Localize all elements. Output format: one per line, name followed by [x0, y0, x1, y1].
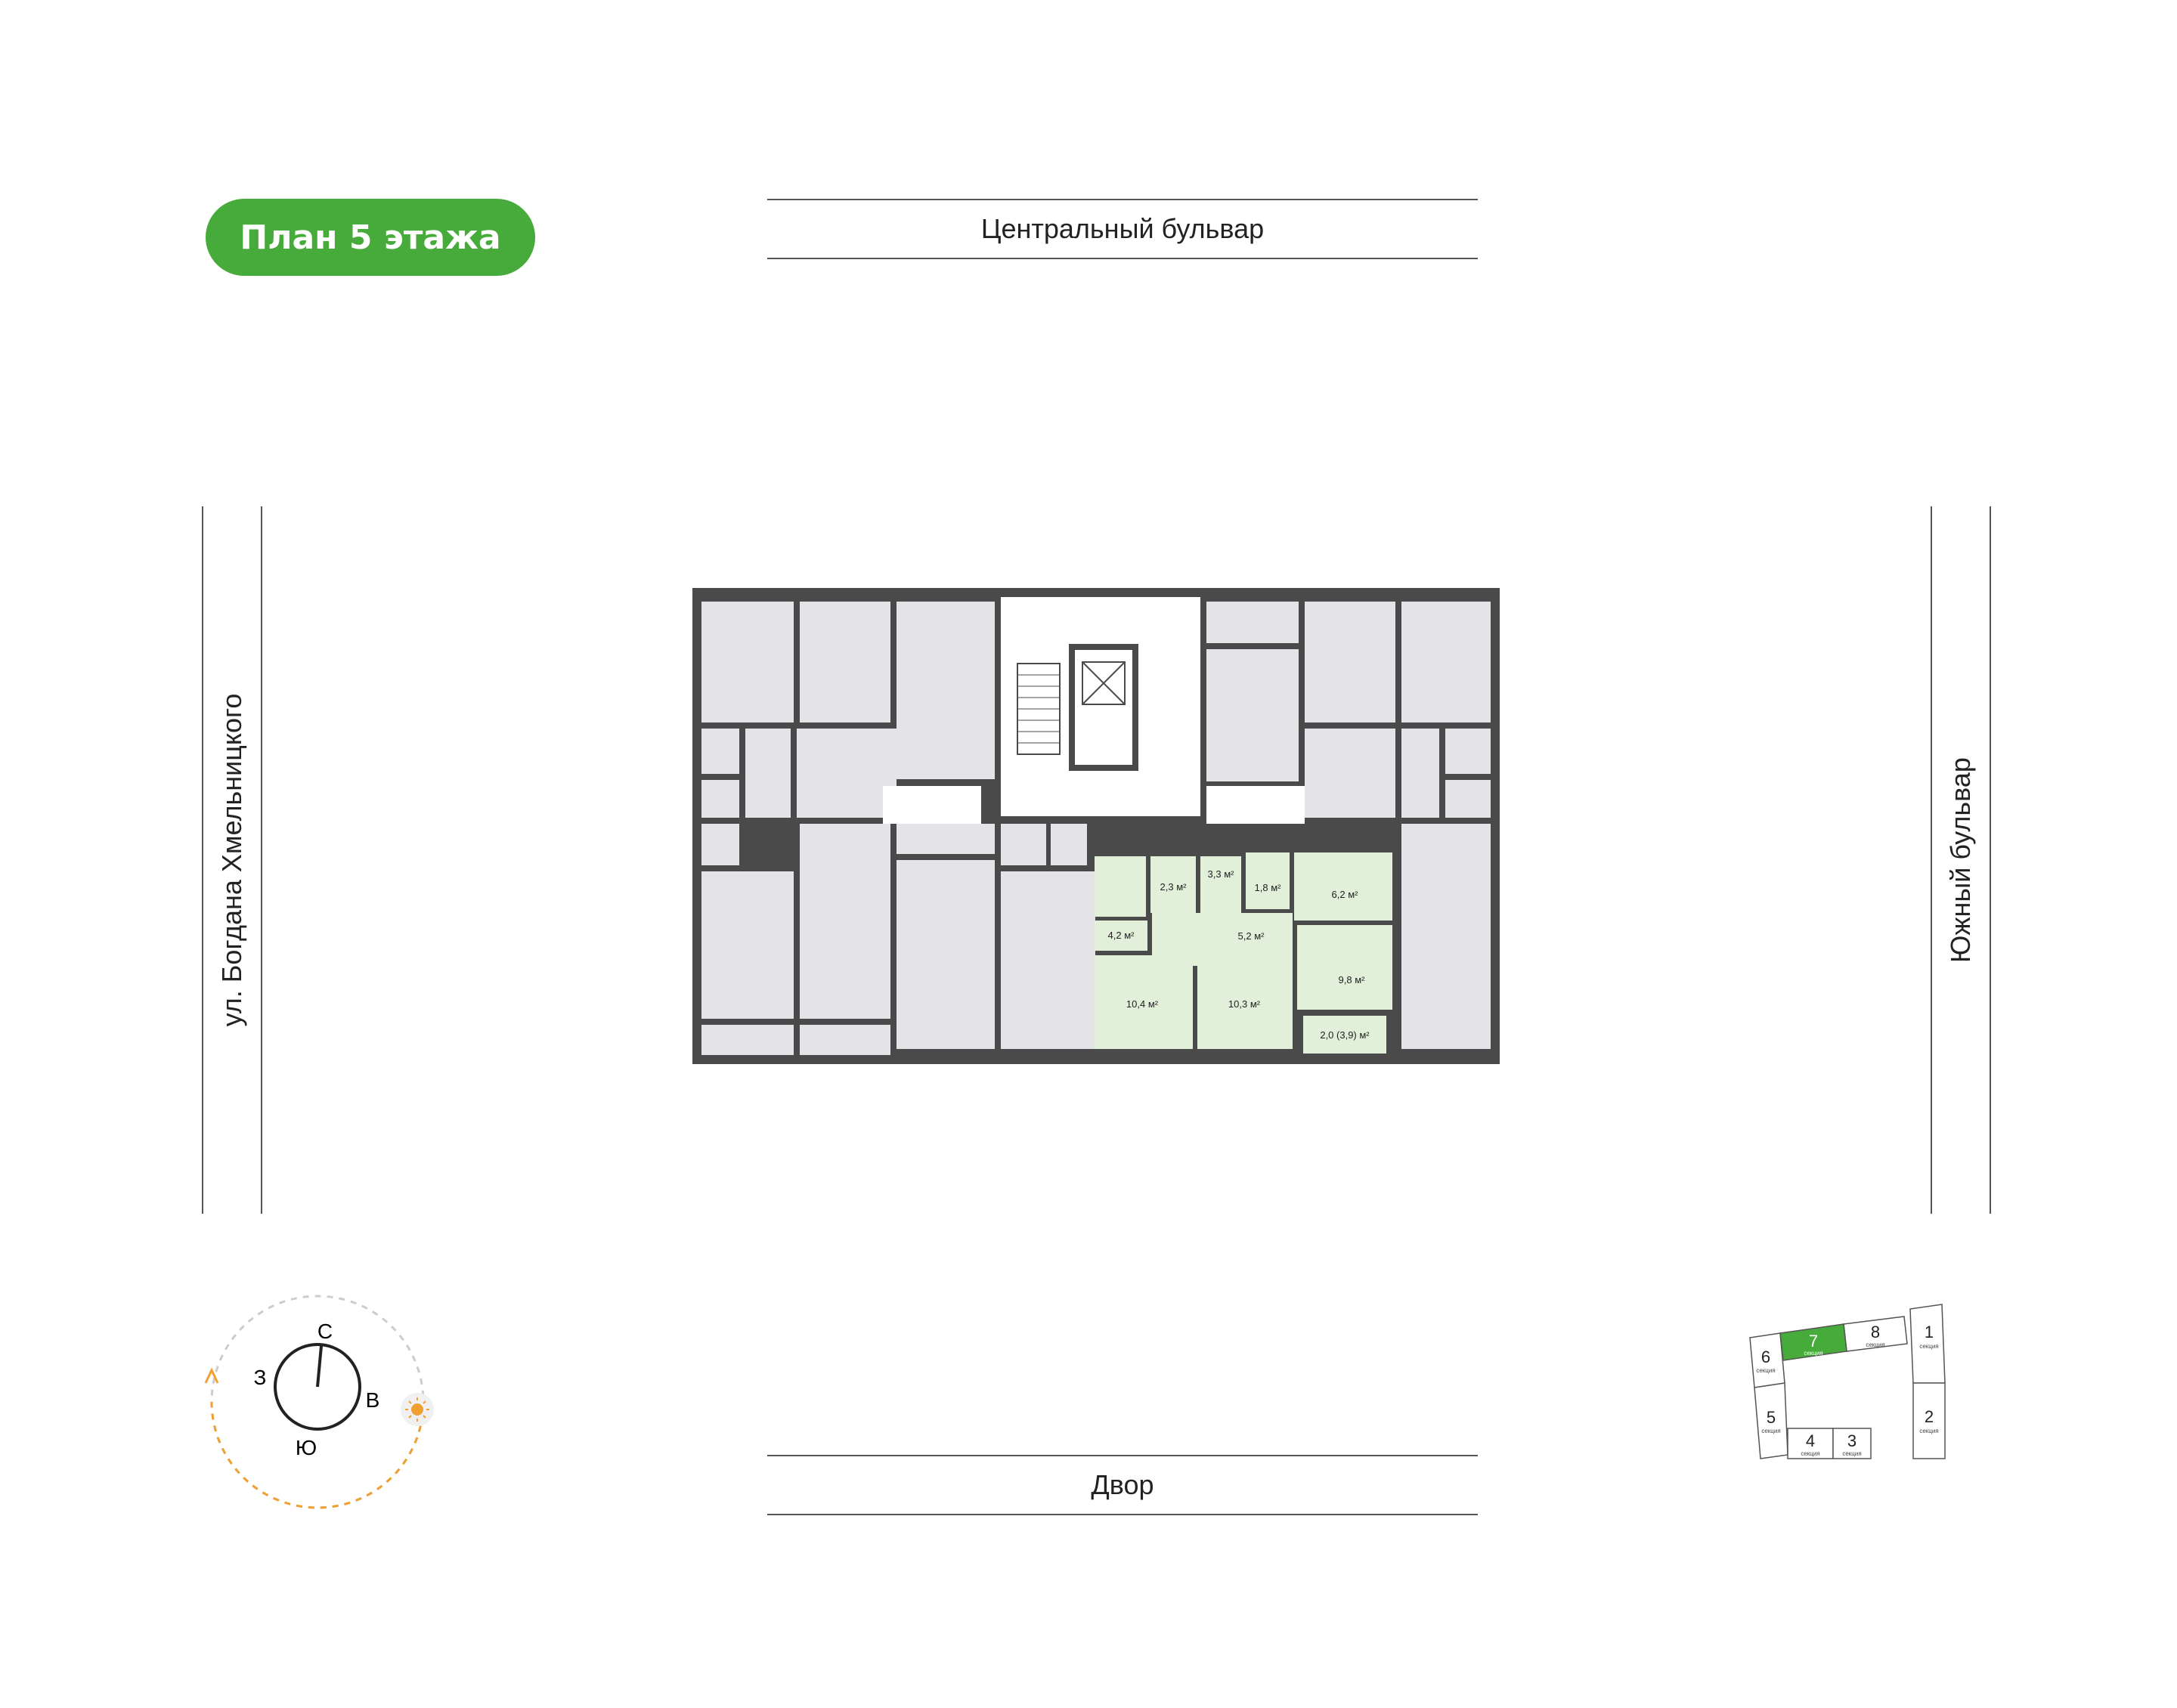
key-section-7-shape	[1779, 1323, 1847, 1361]
sun-icon	[401, 1393, 434, 1426]
room-area-hall-small: 3,3 м²	[1208, 868, 1235, 880]
room-area-wardrobe: 4,2 м²	[1108, 930, 1135, 941]
apartment-room	[1095, 856, 1146, 917]
street-right-name: Южный бульвар	[1945, 757, 1976, 963]
room-area-wc: 1,8 м²	[1255, 882, 1282, 893]
room	[800, 824, 890, 1019]
key-section-2-number: 2	[1925, 1407, 1934, 1426]
room-area-living: 9,8 м²	[1339, 974, 1366, 986]
compass-north: С	[317, 1320, 333, 1343]
room	[1051, 824, 1087, 865]
room	[701, 729, 739, 774]
apartment-room	[1294, 852, 1392, 921]
apartment-room	[1297, 925, 1392, 1010]
key-section-1-number: 1	[1925, 1323, 1934, 1341]
key-section-2-shape	[1912, 1382, 1946, 1459]
room	[1206, 649, 1299, 781]
street-top-name: Центральный бульвар	[980, 213, 1265, 244]
room	[1445, 780, 1491, 818]
room	[701, 871, 794, 1019]
floor-plan-title: План 5 этажа	[206, 199, 535, 276]
room-area-labels: 2,3 м² 3,3 м² 1,8 м² 6,2 м² 4,2 м² 5,2 м…	[1108, 868, 1370, 1041]
room	[1401, 729, 1439, 818]
street-left-name: ул. Богдана Хмельницкого	[216, 693, 247, 1027]
room-area-bedroom-2: 10,3 м²	[1228, 998, 1261, 1010]
room	[897, 602, 995, 779]
key-section-3-shape	[1832, 1428, 1872, 1459]
apartment-room	[1150, 856, 1196, 913]
room	[1305, 729, 1395, 818]
room	[1206, 602, 1299, 643]
room	[1001, 871, 1095, 1049]
street-left-label: ул. Богдана Хмельницкого	[202, 506, 262, 1214]
sun-path-arrow	[204, 1367, 219, 1384]
key-section-6-number: 6	[1761, 1348, 1770, 1366]
room	[745, 729, 791, 818]
room	[701, 780, 739, 818]
key-section-word: секция	[1866, 1341, 1884, 1348]
highlighted-apartment	[1095, 852, 1392, 1054]
compass-south: Ю	[296, 1436, 317, 1459]
key-section-7-number: 7	[1809, 1332, 1818, 1351]
key-section-4-number: 4	[1806, 1431, 1815, 1450]
key-section-8-number: 8	[1871, 1323, 1880, 1341]
apartment-room	[1197, 955, 1293, 1049]
street-bottom-label: Двор	[767, 1455, 1478, 1515]
room	[1001, 824, 1046, 865]
room-area-bath: 2,3 м²	[1160, 881, 1188, 893]
room	[1401, 824, 1491, 1049]
apartment-room	[1095, 955, 1193, 1049]
room	[701, 824, 739, 865]
compass-west: З	[254, 1366, 267, 1389]
compass-dial	[274, 1343, 361, 1431]
compass: С Ю З В	[204, 1295, 434, 1509]
compass-needle	[316, 1345, 323, 1388]
room-area-corridor: 5,2 м²	[1238, 930, 1265, 942]
key-section-word: секция	[1919, 1428, 1938, 1434]
other-apartments	[701, 602, 1491, 1055]
street-right-label: Южный бульвар	[1931, 506, 1991, 1214]
room	[797, 729, 897, 818]
key-section-word: секция	[1756, 1367, 1775, 1374]
room	[1401, 602, 1491, 722]
key-section-word: секция	[1804, 1350, 1822, 1357]
sun-path	[210, 1401, 425, 1509]
room-area-kitchen-niche: 6,2 м²	[1332, 889, 1359, 900]
key-section-word: секция	[1842, 1450, 1861, 1457]
room-area-bedroom-1: 10,4 м²	[1126, 998, 1159, 1010]
key-section-word: секция	[1801, 1450, 1819, 1457]
compass-east: В	[366, 1388, 380, 1412]
room-area-balcony: 2,0 (3,9) м²	[1320, 1029, 1370, 1041]
street-top-label: Центральный бульвар	[767, 199, 1478, 259]
apartment-room	[1095, 921, 1147, 951]
apartment-room	[1303, 1016, 1386, 1054]
room	[701, 1025, 794, 1055]
street-bottom-name: Двор	[1091, 1469, 1154, 1500]
key-section-word: секция	[1919, 1343, 1938, 1350]
room	[1445, 729, 1491, 774]
room	[800, 602, 890, 722]
apartment-room	[1246, 852, 1290, 909]
apartment-room	[1200, 856, 1241, 913]
key-section-3-number: 3	[1847, 1431, 1856, 1450]
room	[897, 860, 995, 1049]
key-section-5-number: 5	[1767, 1408, 1776, 1427]
room	[897, 824, 995, 854]
room	[800, 1025, 890, 1055]
section-key-map: 1 2 3 4 5 6 8 7 секция секция секция сек…	[1749, 1304, 1946, 1459]
key-section-word: секция	[1761, 1428, 1780, 1434]
room	[1305, 602, 1395, 722]
room	[701, 602, 794, 722]
stair-core	[883, 597, 1305, 824]
floor-plan: 2,3 м² 3,3 м² 1,8 м² 6,2 м² 4,2 м² 5,2 м…	[692, 588, 1500, 1064]
